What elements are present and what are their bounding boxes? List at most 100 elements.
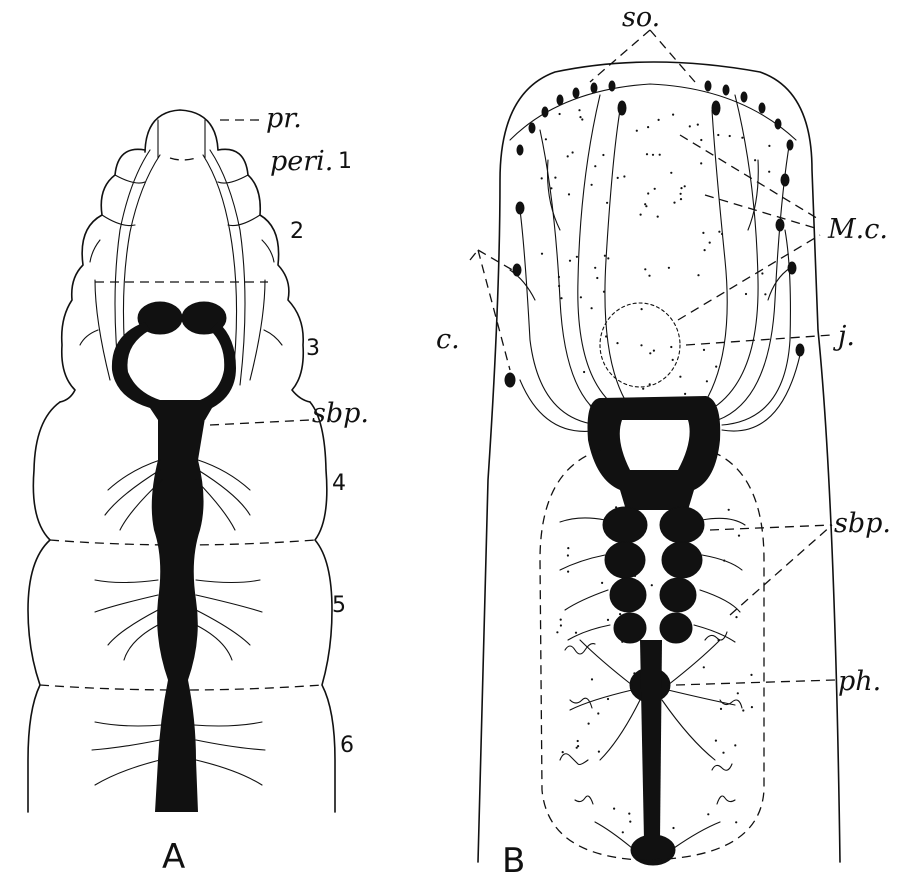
label-peri: peri. — [270, 146, 333, 177]
label-c: c. — [436, 324, 460, 355]
stipple-dot — [653, 350, 655, 352]
stipple-dot — [689, 125, 691, 127]
stipple-dot — [601, 582, 603, 584]
stipple-dot — [575, 632, 577, 634]
stipple-dot — [567, 547, 569, 549]
stipple-dot — [702, 232, 704, 234]
stipple-dot — [721, 233, 723, 235]
stipple-dot — [672, 359, 674, 361]
stipple-dot — [768, 145, 770, 147]
stipple-dot — [680, 198, 682, 200]
stipple-dot — [761, 272, 763, 274]
stipple-dot — [647, 126, 649, 128]
label-j: j. — [833, 321, 855, 352]
label-sbp-a: sbp. — [312, 398, 369, 429]
stipple-dot — [703, 666, 705, 668]
stipple-dot — [596, 277, 598, 279]
stipple-dot — [680, 187, 682, 189]
stipple-dot — [641, 308, 643, 310]
stipple-dot — [636, 130, 638, 132]
panel-a-drawing — [28, 110, 335, 812]
ganglion-j — [600, 303, 680, 387]
label-mc: M.c. — [827, 214, 888, 245]
stipple-dot — [559, 113, 561, 115]
label-peri-number: 1 — [338, 149, 352, 174]
stipple-dot — [703, 349, 705, 351]
stipple-dot — [764, 293, 766, 295]
stipple-dot — [622, 831, 624, 833]
stipple-dot — [581, 118, 583, 120]
stipple-dot — [742, 709, 744, 711]
body-outline-left — [28, 402, 60, 812]
stipple-dot — [556, 631, 558, 633]
stipple-dot — [619, 613, 621, 615]
stipple-dot — [591, 184, 593, 186]
stipple-dot — [704, 249, 706, 251]
stipple-dot — [697, 274, 699, 276]
stipple-dot — [673, 202, 675, 204]
stipple-dot — [745, 293, 747, 295]
stipple-dot — [768, 171, 770, 173]
stipple-dot — [604, 255, 606, 257]
stipple-dot — [616, 342, 618, 344]
stipple-dot — [679, 376, 681, 378]
label-so: so. — [622, 2, 660, 33]
stipple-dot — [754, 159, 756, 161]
ventral-nerve-cord — [152, 418, 205, 812]
stipple-dot — [640, 344, 642, 346]
stipple-dot — [576, 256, 578, 258]
stipple-dot — [577, 745, 579, 747]
stipple-dot — [550, 187, 552, 189]
stipple-dot — [649, 383, 651, 385]
stipple-dot — [588, 723, 590, 725]
label-pr: pr. — [266, 103, 302, 134]
stipple-dot — [597, 712, 599, 714]
stipple-dot — [629, 821, 631, 823]
stipple-dot — [594, 267, 596, 269]
stipple-dot — [623, 175, 625, 177]
stipple-dot — [715, 366, 717, 368]
stipple-dot — [541, 177, 543, 179]
stipple-dot — [644, 203, 646, 205]
stipple-dot — [658, 119, 660, 121]
stipple-dot — [598, 751, 600, 753]
label-segment-5: 5 — [332, 593, 346, 618]
stipple-dot — [558, 276, 560, 278]
stipple-dot — [720, 708, 722, 710]
stipple-dot — [684, 393, 686, 395]
stipple-dot — [617, 177, 619, 179]
stipple-dot — [541, 253, 543, 255]
stipple-dot — [640, 214, 642, 216]
stipple-dot — [567, 554, 569, 556]
stipple-dot — [728, 509, 730, 511]
stipple-dot — [567, 155, 569, 157]
stipple-dot — [738, 535, 740, 537]
stipple-dot — [717, 134, 719, 136]
stipple-dot — [562, 751, 564, 753]
stipple-dot — [591, 307, 593, 309]
stipple-dot — [670, 172, 672, 174]
label-segment-3: 3 — [306, 336, 320, 361]
stipple-dot — [560, 297, 562, 299]
stipple-dot — [646, 153, 648, 155]
stipple-dot — [580, 296, 582, 298]
stipple-dot — [647, 192, 649, 194]
prostomium-outline — [145, 110, 218, 152]
stipple-dot — [645, 205, 647, 207]
stipple-dot — [680, 193, 682, 195]
stipple-dot — [605, 335, 607, 337]
stipple-dot — [545, 138, 547, 140]
stipple-dot — [583, 371, 585, 373]
stipple-dot — [648, 275, 650, 277]
label-ph: ph. — [838, 666, 881, 697]
stipple-dot — [654, 188, 656, 190]
stipple-dot — [591, 678, 593, 680]
panel-b-drawing — [470, 30, 840, 865]
circumpharyngeal-connective — [112, 322, 236, 420]
stipple-dot — [659, 154, 661, 156]
stipple-dot — [709, 242, 711, 244]
stipple-dot — [735, 821, 737, 823]
stipple-dot — [737, 692, 739, 694]
stipple-dot — [607, 257, 609, 259]
stipple-dot — [649, 352, 651, 354]
